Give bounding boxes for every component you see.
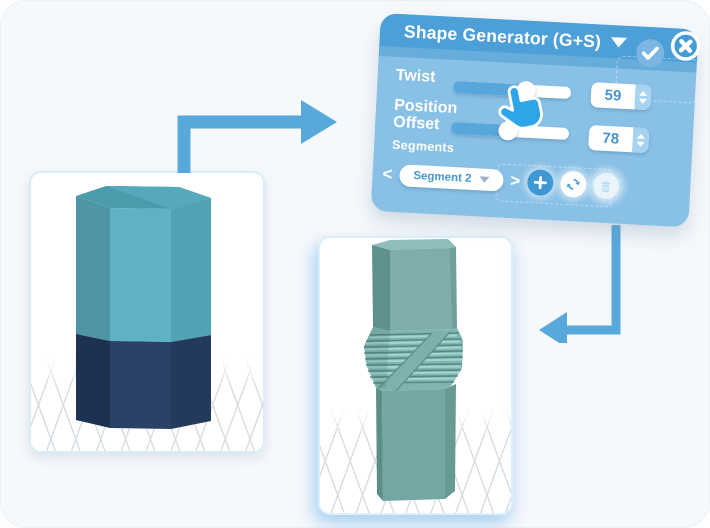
delete-segment-button[interactable] — [592, 172, 620, 200]
spin-down-icon[interactable] — [638, 98, 647, 105]
segment-selector-row: < Segment 2 > — [382, 161, 620, 200]
position-offset-value-input[interactable] — [588, 125, 634, 153]
x-icon — [678, 39, 693, 53]
pointing-hand-cursor-icon — [498, 85, 543, 130]
refresh-segment-button[interactable] — [559, 170, 587, 198]
check-icon — [641, 46, 659, 60]
position-offset-label: Position Offset — [392, 96, 458, 133]
add-segment-button[interactable] — [526, 168, 554, 197]
shape-generator-panel: Shape Generator (G+S) Twist — [370, 13, 702, 228]
shape-after-card — [318, 236, 513, 515]
flow-arrow-to-panel-icon — [177, 100, 337, 173]
twist-label: Twist — [395, 66, 436, 86]
close-button[interactable] — [670, 30, 702, 62]
shape-before-card — [29, 171, 265, 453]
hex-prism-render — [76, 186, 211, 429]
confirm-button[interactable] — [635, 37, 667, 69]
panel-collapse-triangle-icon[interactable] — [610, 37, 628, 48]
twist-stepper[interactable] — [634, 84, 652, 111]
segments-label: Segments — [391, 137, 455, 156]
spin-up-icon[interactable] — [636, 133, 646, 139]
trash-icon — [601, 180, 611, 192]
plus-icon — [533, 176, 547, 190]
position-offset-stepper[interactable] — [632, 127, 650, 154]
spin-down-icon[interactable] — [636, 141, 645, 147]
twisted-column-render — [363, 239, 464, 501]
segment-dropdown[interactable]: Segment 2 — [398, 164, 504, 192]
flow-arrow-to-result-icon — [539, 225, 621, 343]
segment-prev-button[interactable]: < — [382, 164, 394, 184]
position-offset-value-box — [588, 125, 650, 154]
twist-value-input[interactable] — [590, 82, 636, 110]
dropdown-caret-icon — [479, 176, 490, 183]
twist-value-box — [590, 82, 652, 111]
spin-up-icon[interactable] — [639, 90, 648, 97]
segment-dropdown-value: Segment 2 — [413, 169, 472, 185]
refresh-icon — [566, 178, 580, 190]
segment-next-button[interactable]: > — [509, 171, 521, 191]
